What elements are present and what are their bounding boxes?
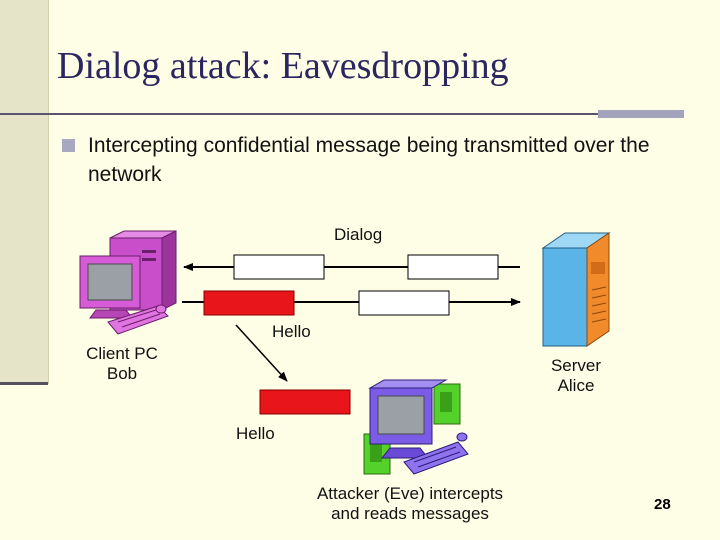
server-icon <box>541 232 611 347</box>
slide-title: Dialog attack: Eavesdropping <box>57 45 509 87</box>
left-decor-band <box>0 0 49 384</box>
attacker-label: Attacker (Eve) intercepts and reads mess… <box>300 484 520 524</box>
client-pc-icon <box>79 230 177 335</box>
interception-arrow <box>235 324 288 382</box>
client-label-line2: Bob <box>106 364 138 383</box>
attacker-label-line2: and reads messages <box>331 504 489 523</box>
message-box-top-right <box>407 254 499 280</box>
hello-message-box <box>203 290 295 316</box>
attacker-pc-icon <box>363 379 469 475</box>
attacker-label-line1: Attacker (Eve) intercepts <box>316 484 504 503</box>
client-label: Client PC Bob <box>70 344 174 384</box>
title-underline <box>0 113 666 115</box>
hello-bottom-label: Hello <box>236 424 275 443</box>
page-number: 28 <box>654 496 671 513</box>
message-box-top-left <box>233 254 325 280</box>
intercepted-message-box <box>259 389 351 415</box>
dialog-label: Dialog <box>334 225 383 244</box>
server-label-line1: Server <box>550 356 602 375</box>
server-label-line2: Alice <box>557 376 595 395</box>
message-box-bottom-right <box>358 290 450 316</box>
bullet-text: Intercepting confidential message being … <box>88 134 650 186</box>
left-decor-rule <box>0 382 48 385</box>
title-underline-accent <box>598 110 684 118</box>
server-label: Server Alice <box>536 356 616 396</box>
client-label-line1: Client PC <box>86 344 158 363</box>
hello-top-label: Hello <box>272 322 311 341</box>
bullet-square-icon <box>62 139 75 152</box>
